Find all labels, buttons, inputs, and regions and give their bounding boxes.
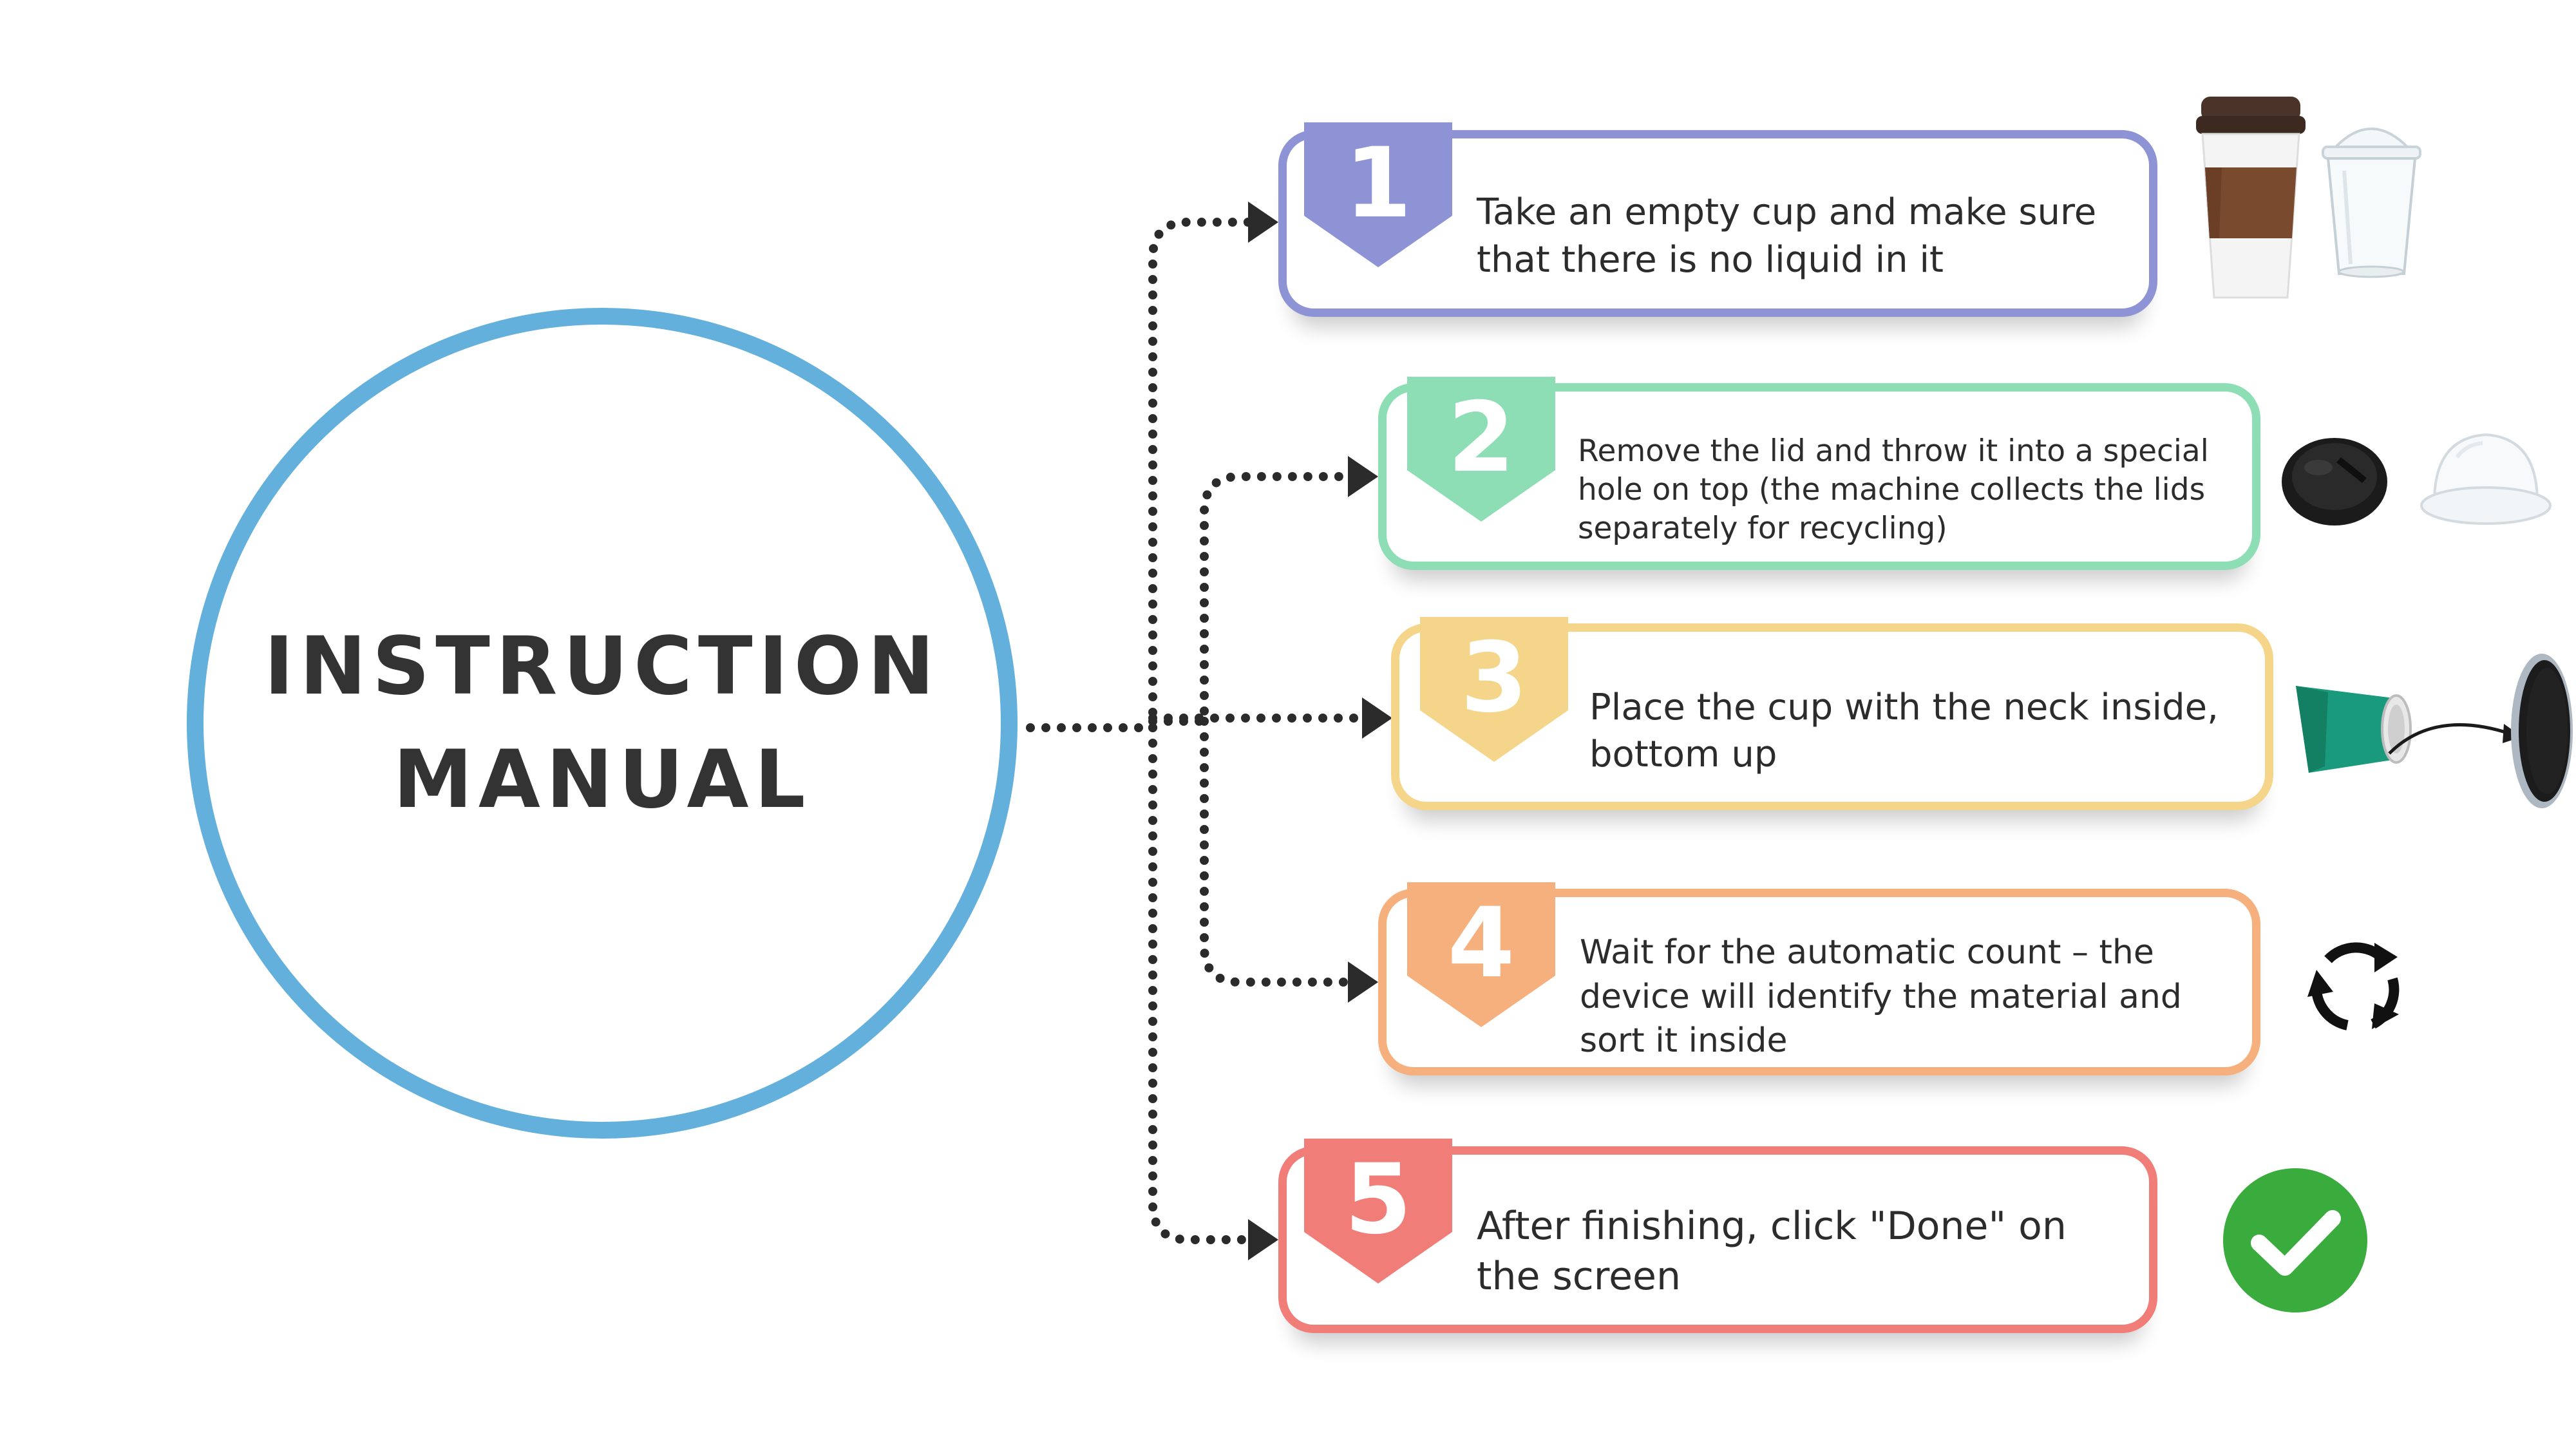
coffee-cup-icon [2196,97,2306,299]
badge-shape-5 [1304,1139,1452,1283]
step-badge-2: 2 [1407,377,1555,522]
badge-shape-4 [1407,882,1555,1027]
title-line-2: MANUAL [393,734,811,826]
step-number-1: 1 [1344,128,1412,240]
machine-hole-icon [2511,654,2573,808]
step-badge-4: 4 [1407,882,1555,1027]
badge-shape-2 [1407,377,1555,522]
connector-arrowheads [1248,202,1392,1260]
recycle-icon [2307,942,2400,1030]
step-text-2: Remove the lid and throw it into a speci… [1578,433,2209,547]
badge-shape-1 [1304,122,1452,267]
clear-dome-lid-icon [2420,433,2552,525]
step-number-3: 3 [1460,622,1528,734]
title-line-1: INSTRUCTION [264,620,940,713]
step-text-1: Take an empty cup and make sure that the… [1477,191,2097,281]
step-number-4: 4 [1447,887,1515,999]
arrowhead-step-3 [1362,697,1392,739]
arrowhead-step-2 [1348,456,1378,497]
plastic-cup-icon [2322,128,2421,278]
step-badge-3: 3 [1420,617,1568,762]
title-circle: INSTRUCTION MANUAL [187,308,1018,1139]
step-number-5: 5 [1344,1144,1412,1256]
step-text-4: Wait for the automatic count – the devic… [1580,933,2182,1061]
arrowhead-step-5 [1248,1219,1278,1260]
step-card-5: After finishing, click "Done" on the scr… [1278,1146,2157,1333]
arrowhead-step-1 [1248,202,1278,243]
tilted-cup-icon [2296,686,2412,773]
done-check-icon [2223,1168,2367,1312]
step-text-5: After finishing, click "Done" on the scr… [1477,1204,2067,1299]
step-card-1: Take an empty cup and make sure that the… [1278,130,2157,317]
connector-trunk [1026,218,1373,1244]
arrowhead-step-4 [1348,961,1378,1003]
step-number-2: 2 [1447,382,1515,494]
black-lid-icon [2282,438,2387,526]
badge-shape-3 [1420,617,1568,762]
step-text-3: Place the cup with the neck inside, bott… [1589,687,2219,775]
step-badge-5: 5 [1304,1139,1452,1283]
step-badge-1: 1 [1304,122,1452,267]
